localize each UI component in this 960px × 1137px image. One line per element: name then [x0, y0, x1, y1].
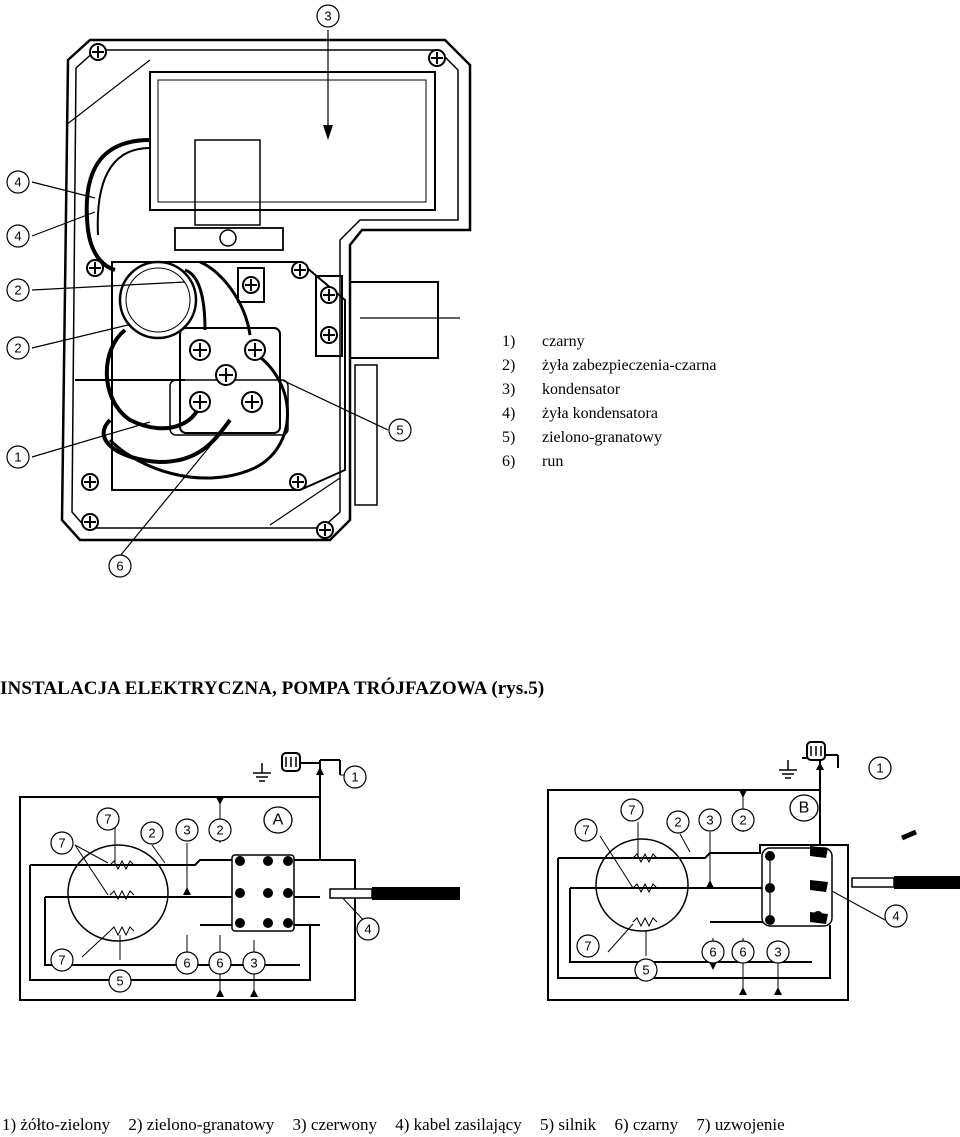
callout-a-4: 4: [364, 922, 371, 937]
callout-b-3: 3: [706, 813, 713, 828]
callout-5: 5: [396, 423, 403, 438]
callout-b-2b: 2: [739, 813, 746, 828]
callout-b-6: 6: [709, 945, 716, 960]
callout-2b: 2: [14, 341, 21, 356]
callout-3: 3: [324, 9, 331, 24]
junction-box-diagram: 3 4 4 2 2 1 5 6: [6, 4, 472, 578]
callout-a-7b: 7: [58, 836, 65, 851]
callout-2a: 2: [14, 283, 21, 298]
callout-b-6b: 6: [739, 945, 746, 960]
wiring-diagram-b: B 1 7 2 3 2 7 7 5 6 6 3 4: [547, 741, 960, 1001]
callout-a-3b: 3: [250, 956, 257, 971]
callout-b-7c: 7: [584, 939, 591, 954]
callout-a-6b: 6: [216, 956, 223, 971]
legend-bottom-item: 2) zielono-granatowy: [128, 1115, 275, 1134]
callout-a-2: 2: [148, 826, 155, 841]
legend-item: 2)żyła zabezpieczenia-czarna: [502, 357, 717, 374]
panel-label-b: B: [799, 800, 810, 817]
legend-item: 1)czarny: [502, 333, 585, 350]
legend-bottom-item: 3) czerwony: [292, 1115, 377, 1134]
callout-6: 6: [116, 559, 123, 574]
legend-item: 3)kondensator: [502, 381, 621, 398]
callout-4a: 4: [14, 175, 21, 190]
callout-b-7: 7: [628, 803, 635, 818]
legend-bottom-item: 5) silnik: [539, 1115, 597, 1134]
callout-a-7: 7: [104, 812, 111, 827]
legend-item: 6)run: [502, 453, 564, 470]
callout-b-4: 4: [892, 909, 899, 924]
callout-1: 1: [14, 450, 21, 465]
legend-bottom-item: 7) uzwojenie: [696, 1115, 785, 1134]
callout-4b: 4: [14, 229, 21, 244]
callout-a-3: 3: [183, 823, 190, 838]
callout-b-3b: 3: [774, 945, 781, 960]
legend-item: 4)żyła kondensatora: [502, 405, 658, 422]
callout-b-7b: 7: [582, 823, 589, 838]
legend-bottom-item: 4) kabel zasilający: [395, 1115, 522, 1134]
callout-a-1: 1: [351, 770, 358, 785]
callout-b-2: 2: [674, 815, 681, 830]
legend-bottom: 1) żółto-zielony 2) zielono-granatowy 3)…: [2, 1115, 799, 1135]
panel-label-a: A: [273, 812, 284, 829]
legend-item: 5)zielono-granatowy: [502, 429, 662, 446]
legend-bottom-item: 6) czarny: [614, 1115, 679, 1134]
legend-top: 1)czarny 2)żyła zabezpieczenia-czarna 3)…: [502, 330, 717, 474]
callout-a-5: 5: [116, 974, 123, 989]
callout-a-6: 6: [183, 956, 190, 971]
legend-bottom-item: 1) żółto-zielony: [2, 1115, 111, 1134]
section-title: INSTALACJA ELEKTRYCZNA, POMPA TRÓJFAZOWA…: [0, 678, 545, 699]
wiring-diagram-a: A 1 7 2 3 2 7 7 5 6 6 3 4: [19, 752, 460, 1001]
callout-b-1: 1: [876, 761, 883, 776]
callout-a-2b: 2: [216, 823, 223, 838]
callout-b-5: 5: [642, 963, 649, 978]
callout-a-7c: 7: [58, 953, 65, 968]
